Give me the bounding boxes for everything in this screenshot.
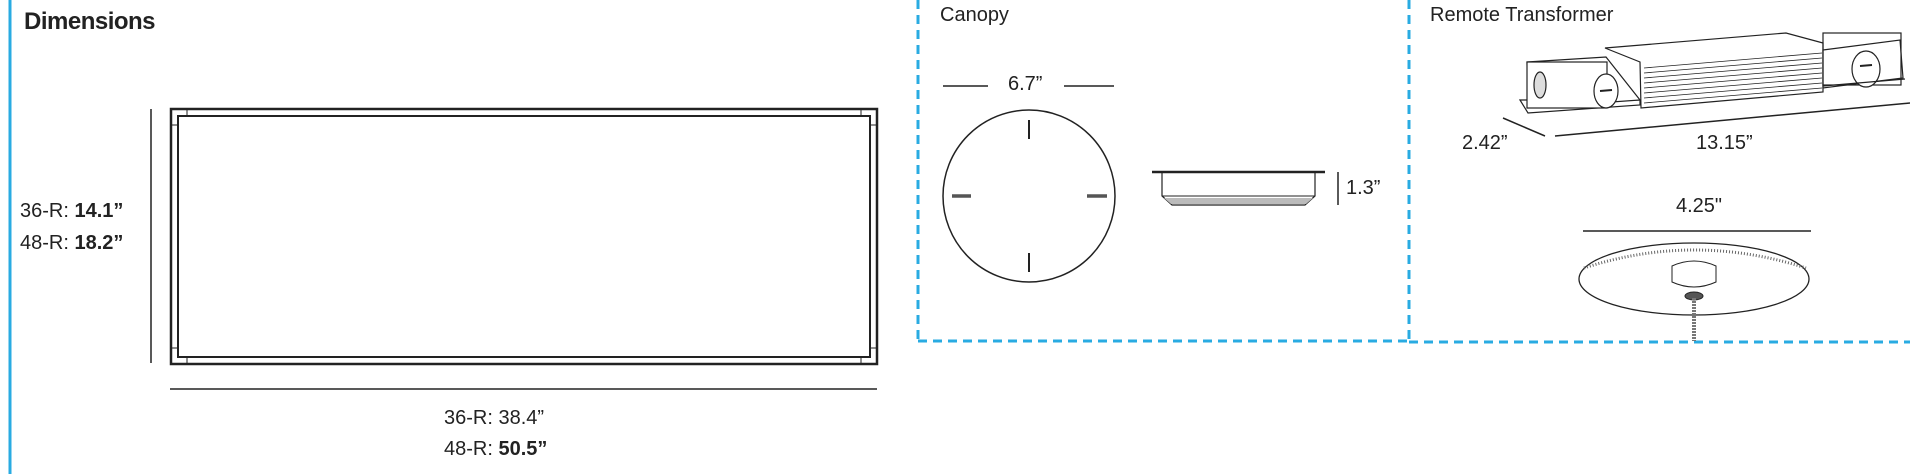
- model-label: 36-R:: [20, 200, 75, 222]
- canopy-section-border: [916, 0, 1910, 344]
- height-value: 18.2”: [74, 232, 124, 254]
- height-value: 14.1”: [74, 200, 124, 222]
- canopy-side-view: [1152, 170, 1325, 206]
- canopy-top-view: [942, 109, 1116, 283]
- transformer-length-line: [1554, 102, 1910, 137]
- pendant-canopy-drawing: [1578, 242, 1810, 341]
- transformer-length: 13.15”: [1696, 132, 1753, 154]
- canopy-diameter: 6.7”: [1008, 73, 1043, 95]
- remote-transformer-drawing: [1518, 32, 1906, 114]
- canopy-title: Canopy: [940, 4, 1009, 26]
- width-value: 38.4”: [498, 407, 545, 429]
- fixture-width-36r: 36-R: 38.4”: [444, 407, 544, 430]
- model-label: 48-R:: [20, 232, 75, 254]
- transformer-title: Remote Transformer: [1430, 4, 1614, 26]
- transformer-depth: 2.42”: [1462, 132, 1508, 154]
- model-label: 36-R:: [444, 407, 499, 429]
- fixture-height-48r: 48-R: 18.2”: [20, 232, 123, 255]
- panel-fixture-drawing: [169, 107, 879, 366]
- fixture-height-36r: 36-R: 14.1”: [20, 200, 123, 223]
- model-label: 48-R:: [444, 438, 499, 460]
- width-value: 50.5”: [498, 438, 548, 460]
- transformer-depth-line: [1502, 117, 1546, 137]
- fixture-width-48r: 48-R: 50.5”: [444, 438, 547, 461]
- pendant-diameter: 4.25": [1676, 195, 1723, 217]
- canopy-height: 1.3”: [1346, 177, 1381, 199]
- page-title: Dimensions: [24, 8, 156, 35]
